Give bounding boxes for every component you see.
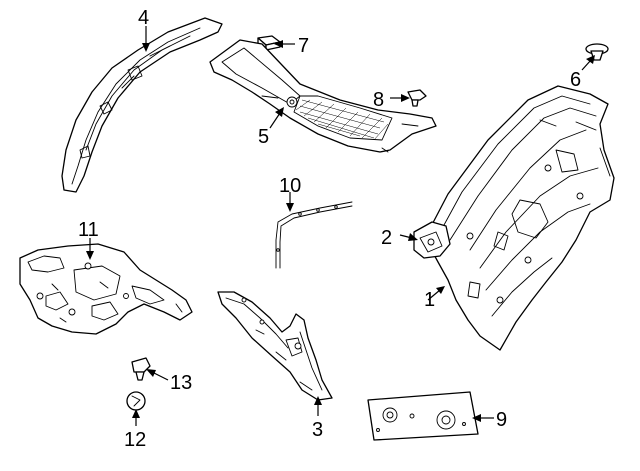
callout-5: 5 — [258, 126, 269, 148]
part-9-plate — [367, 391, 479, 441]
part-11-insulator — [19, 243, 193, 335]
leader-lines — [86, 26, 595, 426]
part-13-clip — [131, 357, 151, 381]
part-5-cowl-panel — [209, 39, 437, 153]
callout-labels: 1 2 3 4 5 6 7 8 9 10 11 12 13 — [78, 7, 581, 451]
part-4-cowl-rail — [61, 17, 223, 193]
callout-11: 11 — [78, 219, 99, 241]
callout-6: 6 — [570, 69, 581, 91]
part-3-side-panel — [217, 291, 333, 401]
part-10-seal-strip — [275, 201, 353, 269]
callout-8: 8 — [373, 89, 384, 111]
callout-7: 7 — [298, 35, 309, 57]
callout-4: 4 — [138, 7, 149, 29]
callout-3: 3 — [312, 419, 323, 441]
callout-12: 12 — [124, 429, 146, 451]
callout-2: 2 — [381, 227, 392, 249]
callout-13: 13 — [170, 372, 192, 394]
part-1-dash-panel — [424, 85, 615, 351]
part-8-clip — [407, 89, 427, 107]
part-12-nut — [126, 391, 146, 411]
callout-10: 10 — [279, 175, 301, 197]
callout-9: 9 — [496, 409, 507, 431]
part-2-bracket — [413, 221, 451, 259]
callout-1: 1 — [424, 289, 435, 311]
